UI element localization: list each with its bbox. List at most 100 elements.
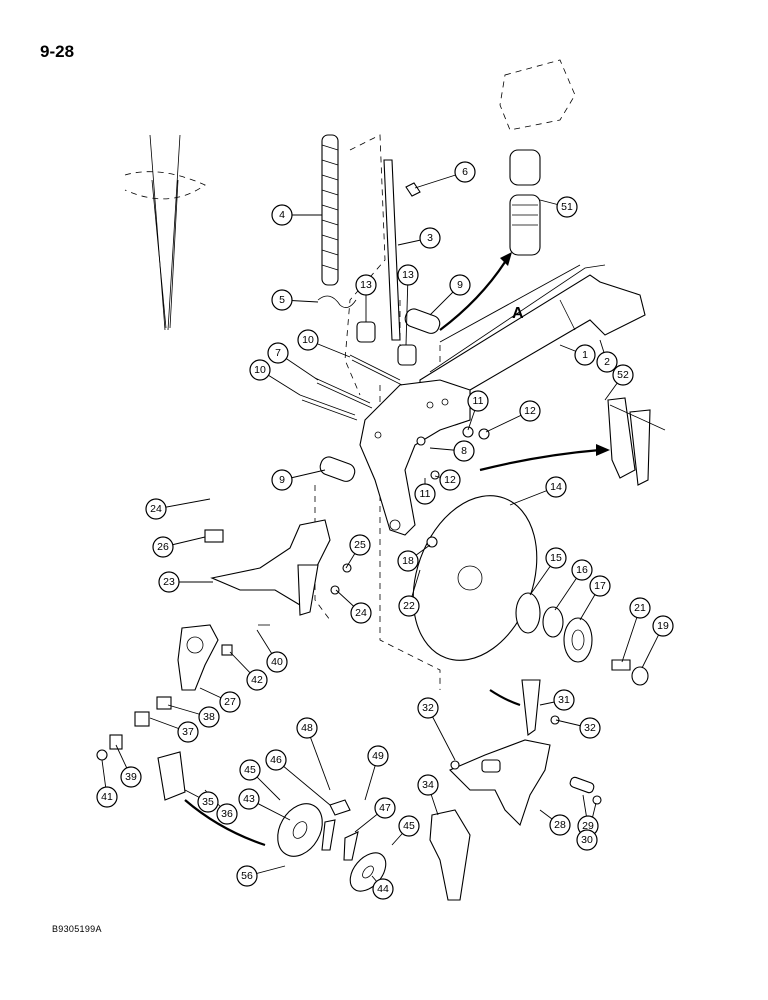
callout-number: 36 bbox=[221, 808, 233, 820]
callout-32: 32 bbox=[579, 717, 601, 739]
callout-circle bbox=[414, 483, 436, 505]
callout-circle bbox=[453, 440, 475, 462]
callout-number: 3 bbox=[427, 232, 433, 244]
callout-circle bbox=[158, 571, 180, 593]
seed-tube-drawing bbox=[124, 134, 206, 331]
callout-number: 35 bbox=[202, 796, 214, 808]
callout-13: 13 bbox=[355, 274, 377, 296]
hub-parts bbox=[515, 592, 649, 686]
callout-number: 21 bbox=[634, 602, 646, 614]
part-4-threaded-rod bbox=[321, 134, 339, 286]
view-label: A bbox=[512, 305, 524, 322]
callout-circle bbox=[576, 829, 598, 851]
callout-45: 45 bbox=[398, 815, 420, 837]
callout-circle bbox=[398, 595, 420, 617]
callout-52: 52 bbox=[612, 364, 634, 386]
callout-3: 3 bbox=[419, 227, 441, 249]
callout-49: 49 bbox=[367, 745, 389, 767]
frame-casting bbox=[359, 379, 471, 536]
callout-circle bbox=[266, 651, 288, 673]
callout-circle bbox=[265, 749, 287, 771]
callout-41: 41 bbox=[96, 786, 118, 808]
callout-number: 1 bbox=[582, 349, 588, 361]
callout-number: 23 bbox=[163, 576, 175, 588]
callout-circle bbox=[397, 550, 419, 572]
callout-circle bbox=[397, 264, 419, 286]
part-28-gauge-arm bbox=[449, 739, 551, 827]
callout-number: 42 bbox=[251, 674, 263, 686]
callout-number: 15 bbox=[550, 552, 562, 564]
callout-27: 27 bbox=[219, 691, 241, 713]
callout-circle bbox=[197, 791, 219, 813]
callout-circle bbox=[545, 476, 567, 498]
part-13-bushings bbox=[356, 321, 417, 366]
callout-51: 51 bbox=[556, 196, 578, 218]
callout-34: 34 bbox=[417, 774, 439, 796]
callout-circle bbox=[549, 814, 571, 836]
page-number: 9-28 bbox=[40, 42, 75, 61]
callout-circle bbox=[297, 329, 319, 351]
callout-number: 25 bbox=[354, 539, 366, 551]
callout-circle bbox=[372, 878, 394, 900]
callout-31: 31 bbox=[553, 689, 575, 711]
callout-number: 12 bbox=[444, 474, 456, 486]
callout-number: 14 bbox=[550, 481, 562, 493]
callout-47: 47 bbox=[374, 797, 396, 819]
callout-number: 30 bbox=[581, 834, 593, 846]
callout-11: 11 bbox=[414, 483, 436, 505]
callout-number: 47 bbox=[379, 802, 391, 814]
callout-number: 51 bbox=[561, 201, 573, 213]
callout-circle bbox=[271, 289, 293, 311]
callout-number: 24 bbox=[150, 503, 162, 515]
part-51-sleeves bbox=[509, 149, 541, 256]
callout-circle bbox=[271, 204, 293, 226]
callout-number: 8 bbox=[461, 445, 467, 457]
callout-circle bbox=[267, 342, 289, 364]
callout-circle bbox=[596, 351, 618, 373]
callout-circle bbox=[417, 774, 439, 796]
callout-circle bbox=[177, 721, 199, 743]
callout-number: 11 bbox=[473, 395, 484, 407]
callout-number: 12 bbox=[524, 405, 536, 417]
view-a-marker: A bbox=[439, 264, 581, 343]
part-7-10-bolts bbox=[299, 354, 403, 421]
callout-number: 4 bbox=[279, 209, 285, 221]
callout-circle bbox=[246, 669, 268, 691]
callout-circle bbox=[296, 717, 318, 739]
callout-circle bbox=[350, 602, 372, 624]
callout-12: 12 bbox=[519, 400, 541, 422]
callout-38: 38 bbox=[198, 706, 220, 728]
callout-circle bbox=[579, 717, 601, 739]
callout-44: 44 bbox=[372, 878, 394, 900]
callout-circle bbox=[219, 691, 241, 713]
callout-number: 34 bbox=[422, 779, 434, 791]
callout-number: 31 bbox=[558, 694, 570, 706]
callout-number: 48 bbox=[301, 722, 313, 734]
callout-number: 49 bbox=[372, 750, 384, 762]
callout-circle bbox=[574, 344, 596, 366]
callout-36: 36 bbox=[216, 803, 238, 825]
callout-number: 9 bbox=[279, 474, 285, 486]
callout-circle bbox=[589, 575, 611, 597]
part-3-strap bbox=[383, 159, 401, 341]
callout-number: 13 bbox=[402, 269, 414, 281]
callout-number: 10 bbox=[302, 334, 314, 346]
callout-circle bbox=[449, 274, 471, 296]
callout-number: 5 bbox=[279, 294, 285, 306]
callout-circle bbox=[545, 547, 567, 569]
callout-circle bbox=[120, 766, 142, 788]
callout-circle bbox=[629, 597, 651, 619]
callout-number: 11 bbox=[420, 488, 431, 500]
callout-35: 35 bbox=[197, 791, 219, 813]
callout-number: 27 bbox=[224, 696, 236, 708]
figure-code: B9305199A bbox=[52, 924, 102, 934]
callout-2: 2 bbox=[596, 351, 618, 373]
callout-28: 28 bbox=[549, 814, 571, 836]
callout-10: 10 bbox=[297, 329, 319, 351]
callout-23: 23 bbox=[158, 571, 180, 593]
part-43-closing-wheel bbox=[277, 803, 323, 857]
callout-4: 4 bbox=[271, 204, 293, 226]
callout-circle bbox=[198, 706, 220, 728]
callout-group: 1234567899101011111212131314151617181921… bbox=[96, 161, 674, 900]
callout-15: 15 bbox=[545, 547, 567, 569]
